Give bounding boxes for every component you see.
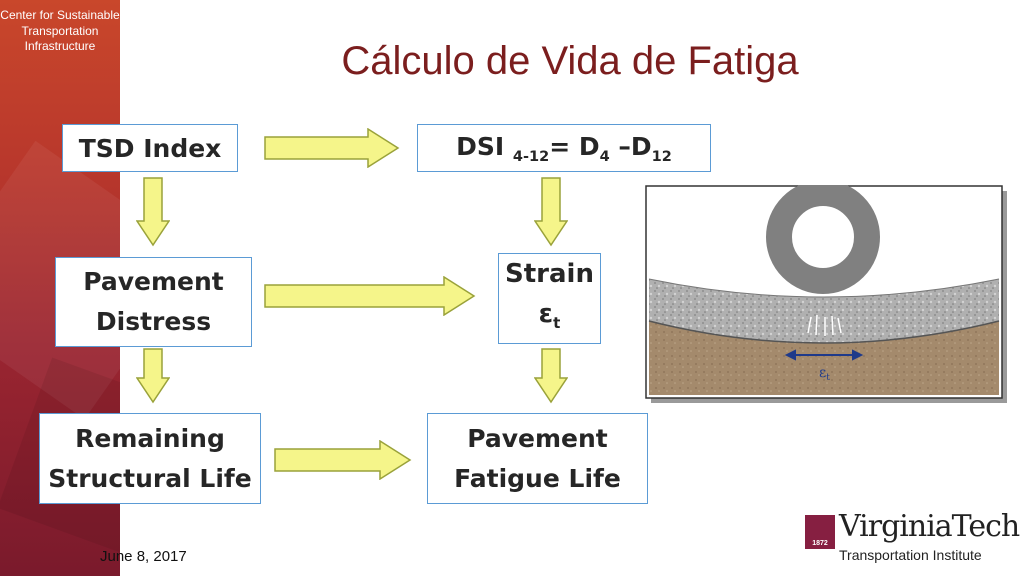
fatigue-line2: Fatigue Life xyxy=(454,463,621,493)
university-seal-icon: 1872 xyxy=(805,515,835,549)
virginia-tech-logo: 1872 VirginiaTech Transportation Institu… xyxy=(805,509,1020,573)
arrow-right-top xyxy=(264,128,400,168)
dsi-formula: DSI 4-12= D4 –D12 xyxy=(456,132,672,165)
strain-subscript: t xyxy=(553,314,561,333)
tire-icon xyxy=(766,185,880,294)
crack-lines xyxy=(807,314,842,336)
remaining-line1: Remaining xyxy=(75,423,225,453)
pavement-distress-line1: Pavement xyxy=(83,267,224,296)
dsi-prefix: DSI xyxy=(456,131,505,161)
arrow-down-left-2 xyxy=(136,348,170,404)
dsi-subscript: 4-12 xyxy=(512,148,550,165)
arrow-down-right-1 xyxy=(534,177,568,247)
pavement-distress-box: Pavement Distress xyxy=(55,257,252,347)
strain-arrow-icon xyxy=(784,349,864,361)
remaining-line2: Structural Life xyxy=(48,463,252,493)
strain-annotation: εt xyxy=(819,365,830,383)
strain-symbol-line: εt xyxy=(539,294,561,343)
dsi-d4-subscript: 4 xyxy=(599,148,610,165)
arrow-down-left-1 xyxy=(136,177,170,247)
remaining-life-box: Remaining Structural Life xyxy=(39,413,261,504)
arrow-right-bottom xyxy=(274,440,412,480)
arrow-right-middle xyxy=(264,276,476,316)
dsi-d12-subscript: 12 xyxy=(651,148,672,165)
surface-line xyxy=(648,278,1000,298)
slide-date: June 8, 2017 xyxy=(100,548,187,565)
tsd-index-box: TSD Index xyxy=(62,124,238,172)
asphalt-layer xyxy=(649,279,999,343)
dsi-minus: –D xyxy=(609,131,652,161)
slide-title: Cálculo de Vida de Fatiga xyxy=(341,39,799,83)
strain-box: Strain εt xyxy=(498,253,601,344)
strain-symbol: ε xyxy=(538,298,554,329)
strain-label: Strain xyxy=(505,258,594,289)
dsi-box: DSI 4-12= D4 –D12 xyxy=(417,124,711,172)
fatigue-life-box: Pavement Fatigue Life xyxy=(427,413,648,504)
pavement-illustration: εt xyxy=(645,185,1007,403)
arrow-down-right-2 xyxy=(534,348,568,404)
logo-wordmark: VirginiaTech xyxy=(839,509,1020,544)
logo-subtitle: Transportation Institute xyxy=(839,547,982,563)
tsd-index-label: TSD Index xyxy=(78,133,222,163)
seal-year: 1872 xyxy=(812,540,828,547)
fatigue-line1: Pavement xyxy=(467,423,608,453)
subgrade-layer xyxy=(649,321,999,395)
layer-boundary xyxy=(648,320,1000,344)
pavement-distress-line2: Distress xyxy=(95,307,212,336)
dsi-equals: = D xyxy=(549,131,600,161)
org-name: Center for Sustainable Transportation In… xyxy=(0,8,120,53)
